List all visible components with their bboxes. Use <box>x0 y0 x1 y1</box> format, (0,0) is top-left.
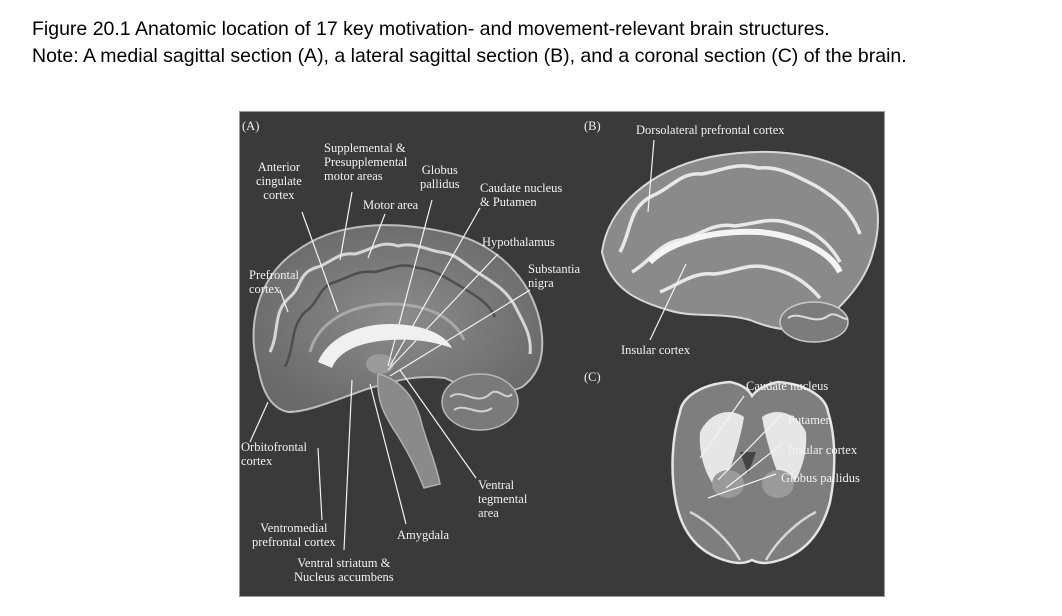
panel-c-white-matter-right <box>762 412 807 492</box>
figure-caption: Figure 20.1 Anatomic location of 17 key … <box>32 16 907 70</box>
panel-c-temporal-lobes <box>689 510 817 561</box>
label-globus-pallidus-c: Globus pallidus <box>781 471 860 485</box>
line-orbitofrontal <box>249 401 269 443</box>
panel-c-basal-ganglia <box>712 470 744 498</box>
line-globus-pallidus <box>387 199 433 367</box>
panel-c-brain <box>671 380 836 565</box>
line-anterior-cingulate <box>301 211 339 313</box>
panel-c-tag: (C) <box>584 370 601 384</box>
line-ventral-striatum <box>343 379 353 551</box>
label-supplemental-motor: Supplemental & Presupplemental motor are… <box>324 141 408 183</box>
line-hypothalamus <box>387 253 499 371</box>
label-putamen-c: Putamen <box>788 413 832 427</box>
panel-a-thalamus <box>366 354 394 374</box>
line-prefrontal <box>279 289 289 313</box>
panel-b-gyri <box>618 164 862 300</box>
brain-figure: (A) (B) (C) Anterior cingulate cortex Su… <box>239 111 885 597</box>
panel-b-cerebrum <box>600 150 879 331</box>
label-insular-b: Insular cortex <box>621 343 691 357</box>
brain-illustration <box>249 139 879 565</box>
label-hypothalamus: Hypothalamus <box>482 235 555 249</box>
panel-b-cerebellum <box>779 301 849 343</box>
panel-a-gyri-inner <box>283 264 497 368</box>
panel-b-white-matter <box>647 228 843 274</box>
line-globus-pallidus-c <box>707 473 777 499</box>
panel-a-gyri-outer <box>268 242 532 355</box>
panel-b-brain <box>600 150 879 343</box>
panel-a-cerebellum <box>441 373 519 431</box>
label-vta: Ventral tegmental area <box>478 478 528 520</box>
panel-c-ventricles <box>740 452 756 474</box>
panel-a-brain <box>252 224 544 489</box>
label-dlpfc: Dorsolateral prefrontal cortex <box>636 123 785 137</box>
line-amygdala <box>369 383 407 525</box>
line-caudate-putamen <box>389 207 481 367</box>
label-orbitofrontal: Orbitofrontal cortex <box>241 440 307 468</box>
panel-a-cerebellum-folia <box>449 390 513 413</box>
panel-b-tag: (B) <box>584 119 601 133</box>
leader-lines <box>249 139 783 551</box>
caption-line-2: Note: A medial sagittal section (A), a l… <box>32 45 907 67</box>
label-ventromedial: Ventromedial prefrontal cortex <box>252 521 336 549</box>
line-insular-c <box>725 443 783 489</box>
label-substantia-nigra: Substantia nigra <box>528 262 581 290</box>
panel-c-basal-ganglia-right <box>762 470 794 498</box>
label-motor-area: Motor area <box>363 198 419 212</box>
panel-a-cingulate <box>308 302 466 353</box>
line-motor-area <box>367 213 386 259</box>
panel-a-corpus-callosum <box>318 324 452 368</box>
line-supplemental <box>339 191 353 261</box>
label-ventral-striatum: Ventral striatum & Nucleus accumbens <box>294 556 394 584</box>
line-putamen-c <box>717 413 783 481</box>
panel-a-tag: (A) <box>242 119 260 133</box>
line-insular-b <box>649 263 687 341</box>
caption-line-1: Figure 20.1 Anatomic location of 17 key … <box>32 18 830 40</box>
label-caudate-putamen: Caudate nucleus & Putamen <box>480 181 563 209</box>
panel-a-brainstem <box>376 373 441 489</box>
label-caudate-c: Caudate nucleus <box>746 379 829 393</box>
panel-c-white-matter-left <box>699 412 744 492</box>
line-caudate-c <box>699 395 745 459</box>
label-amygdala: Amygdala <box>397 528 450 542</box>
label-insular-c: Insular cortex <box>788 443 858 457</box>
line-substantia-nigra <box>389 289 531 377</box>
label-anterior-cingulate: Anterior cingulate cortex <box>256 160 302 202</box>
label-globus-pallidus-a: Globus pallidus <box>420 163 460 191</box>
line-ventromedial <box>317 447 323 521</box>
label-prefrontal: Prefrontal cortex <box>249 268 299 296</box>
line-vta <box>399 369 477 479</box>
line-dlpfc <box>647 139 655 213</box>
panel-b-cerebellum-folia <box>787 313 849 321</box>
